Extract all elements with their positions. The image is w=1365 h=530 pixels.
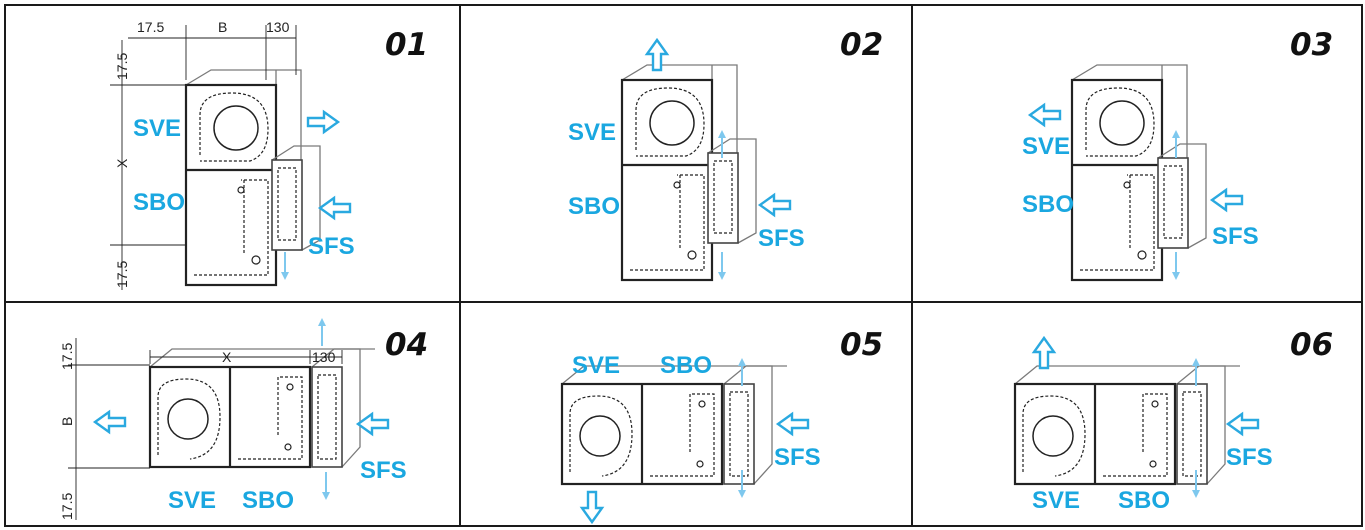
label-sfs: SFS [360,457,407,484]
dim-label: 130 [266,19,290,35]
airflow-arrow-icon [280,251,290,281]
label-sbo: SBO [1118,487,1170,514]
label-sbo: SBO [568,193,620,220]
airflow-arrow-icon [321,471,331,501]
label-sve: SVE [568,119,616,146]
label-sve: SVE [133,115,181,142]
airflow-arrow-icon [580,490,604,524]
panel-number: 05 [840,327,883,363]
label-sfs: SFS [1212,223,1259,250]
airflow-arrow-icon [1191,357,1201,387]
airflow-arrow-icon [776,412,810,436]
dim-label: 17.5 [114,53,130,80]
label-sve: SVE [1022,133,1070,160]
airflow-arrow-icon [1210,188,1244,212]
dim-label: X [222,349,232,365]
panel-number: 06 [1290,327,1333,363]
dim-label: 17.5 [59,493,75,520]
label-sfs: SFS [308,233,355,260]
airflow-arrow-icon [1226,412,1260,436]
label-sbo: SBO [660,352,712,379]
airflow-arrow-icon [306,110,340,134]
label-sbo: SBO [133,189,185,216]
panel-05: 05 SVE SBO SFS [560,327,883,524]
airflow-arrow-icon [758,193,792,217]
label-sfs: SFS [774,444,821,471]
airflow-arrow-icon [318,196,352,220]
airflow-arrow-icon [356,412,390,436]
panel-number: 02 [840,27,883,63]
dim-label: X [114,158,130,168]
label-sbo: SBO [1022,191,1074,218]
label-sbo: SBO [242,487,294,514]
dim-label: B [59,417,75,426]
panel-03: 03 SVE SBO SFS [1022,27,1333,282]
panel-number: 01 [385,27,428,63]
outer-frame [4,4,1363,527]
panel-number: 03 [1290,27,1333,63]
panel-04: 04 X 130 17.5 B 17.5 SVE SBO SFS [59,317,428,520]
airflow-arrow-icon [93,410,127,434]
airflow-arrow-icon [1032,336,1056,370]
dim-label: 17.5 [59,343,75,370]
label-sfs: SFS [1226,444,1273,471]
airflow-arrow-icon [717,251,727,281]
label-sve: SVE [572,352,620,379]
dim-label: 17.5 [114,261,130,288]
label-sve: SVE [1032,487,1080,514]
dim-label: B [218,19,227,35]
panel-06: 06 SVE SBO SFS [1013,327,1333,514]
panel-02: 02 SVE SBO SFS [568,27,883,282]
panel-number: 04 [385,327,428,363]
dim-label: 130 [312,349,336,365]
airflow-arrow-icon [317,317,327,347]
panel-01: 01 17.5 B 130 17.5 X 17.5 SVE SBO SFS [110,19,428,290]
airflow-arrow-icon [1171,251,1181,281]
label-sve: SVE [168,487,216,514]
airflow-arrow-icon [1028,103,1062,127]
dim-label: 17.5 [137,19,164,35]
label-sfs: SFS [758,225,805,252]
